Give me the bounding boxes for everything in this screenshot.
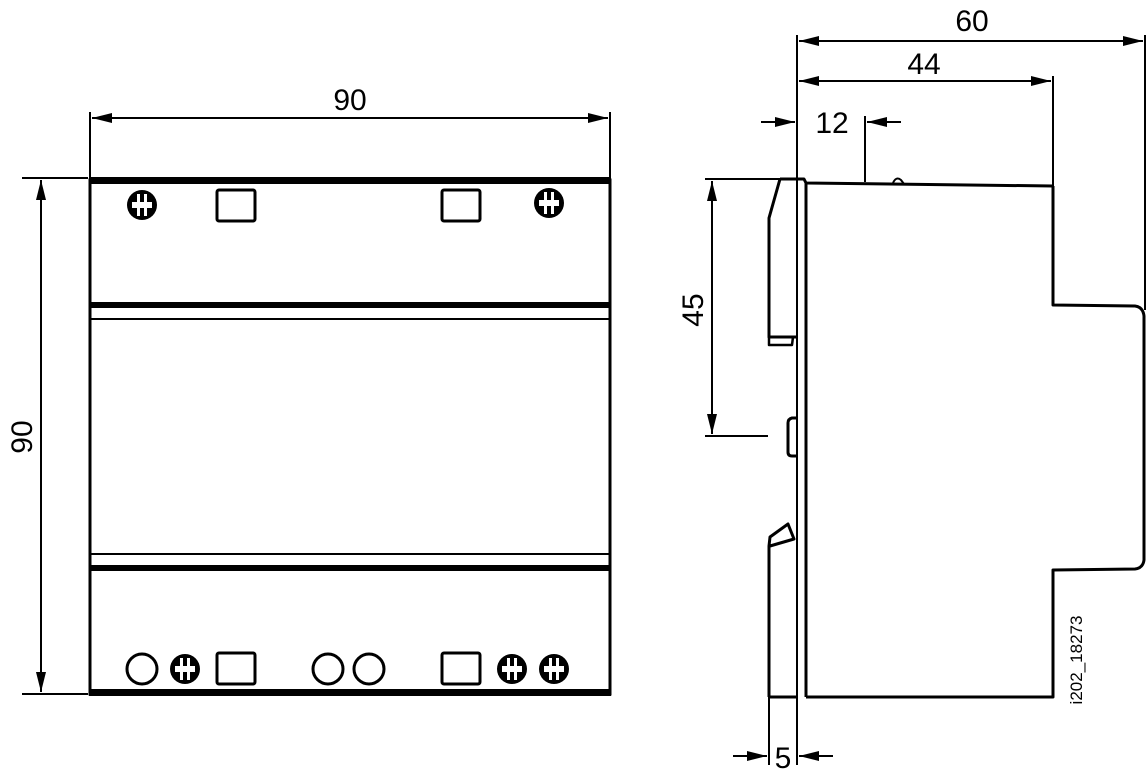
rail-height-label: 45 xyxy=(677,293,710,326)
front-offset-dimension: 12 xyxy=(761,107,901,140)
overall-depth-dimension: 60 xyxy=(799,5,1143,46)
screw-terminal-icon xyxy=(127,190,157,220)
overall-depth-label: 60 xyxy=(955,5,988,38)
front-width-dimension: 90 xyxy=(89,84,611,180)
front-height-dimension: 90 xyxy=(6,177,88,695)
circle-terminal-icon xyxy=(125,652,159,686)
front-offset-label: 12 xyxy=(815,107,848,140)
screw-terminal-icon xyxy=(534,188,564,218)
body-depth-dimension: 44 xyxy=(799,48,1051,86)
square-terminal-icon xyxy=(215,188,257,223)
screw-terminal-icon xyxy=(539,654,569,684)
device-front-body xyxy=(88,178,612,696)
front-height-label: 90 xyxy=(6,420,39,453)
front-width-label: 90 xyxy=(333,84,366,117)
side-view: 60 44 12 45 5 xyxy=(677,5,1146,775)
clip-thickness-label: 5 xyxy=(775,742,792,775)
square-terminal-icon xyxy=(440,188,482,223)
circle-terminal-icon xyxy=(311,652,345,686)
front-view: 90 90 xyxy=(6,84,612,696)
circle-terminal-icon xyxy=(352,652,386,686)
screw-terminal-icon xyxy=(170,654,200,684)
top-terminal-row xyxy=(127,188,564,223)
device-side-profile xyxy=(767,177,1146,699)
screw-terminal-icon xyxy=(497,654,527,684)
clip-thickness-dimension: 5 xyxy=(733,697,833,775)
bottom-terminal-row xyxy=(125,651,569,686)
square-terminal-icon xyxy=(440,651,482,686)
square-terminal-icon xyxy=(215,651,257,686)
body-depth-label: 44 xyxy=(907,48,940,81)
rail-height-dimension: 45 xyxy=(677,178,780,437)
reference-id: i202_18273 xyxy=(1067,616,1086,705)
